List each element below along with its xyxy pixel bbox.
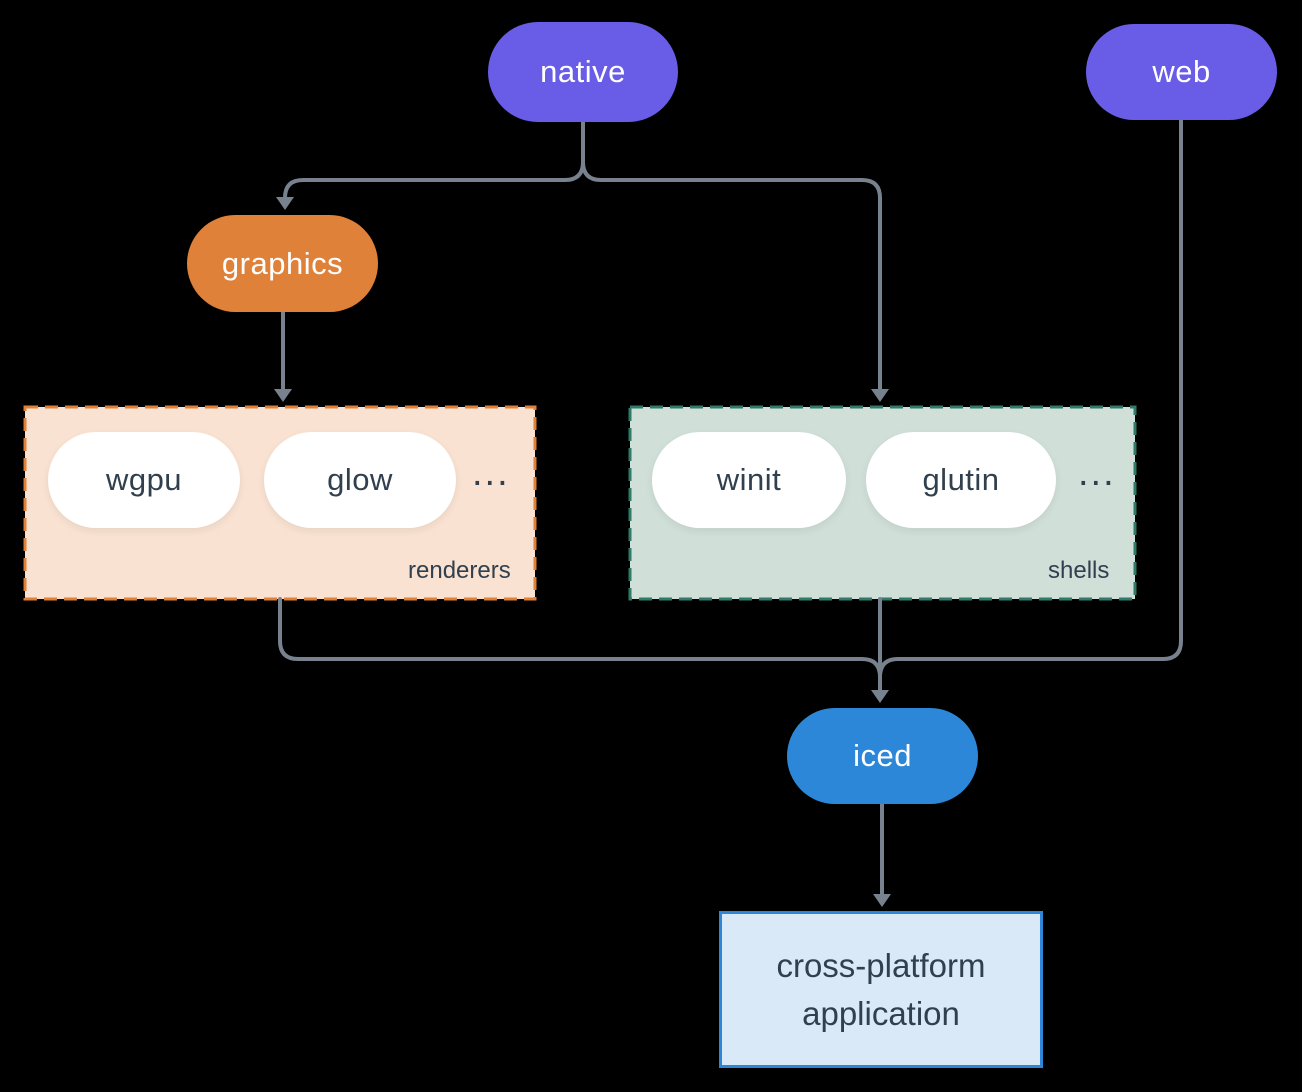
node-iced: iced — [787, 708, 978, 804]
node-glow: glow — [264, 432, 456, 528]
node-winit: winit — [652, 432, 846, 528]
node-wgpu-label: wgpu — [105, 462, 183, 497]
edge-native-to-shells — [581, 120, 882, 393]
node-wgpu: wgpu — [48, 432, 240, 528]
node-glutin: glutin — [866, 432, 1056, 528]
node-native-label: native — [540, 54, 626, 89]
shells-group-label: shells — [1048, 557, 1110, 584]
node-web-label: web — [1152, 54, 1211, 89]
node-winit-label: winit — [716, 462, 782, 497]
renderers-ellipsis: ... — [472, 452, 510, 494]
shells-ellipsis: ... — [1078, 452, 1116, 494]
edge-web-to-iced — [878, 118, 1183, 679]
node-glow-label: glow — [327, 462, 393, 497]
edge-native-to-graphics — [283, 120, 585, 201]
renderers-group-label: renderers — [408, 557, 511, 584]
node-cross-platform-application: cross-platform application — [719, 911, 1043, 1068]
node-cross-platform-application-label: cross-platform application — [776, 946, 986, 1032]
node-web: web — [1086, 24, 1277, 120]
node-glutin-label: glutin — [922, 462, 1000, 497]
edge-renderers-to-iced — [278, 597, 882, 679]
node-graphics: graphics — [187, 215, 378, 312]
node-native: native — [488, 22, 678, 122]
arrowhead-icon — [871, 690, 889, 703]
arrowhead-icon — [871, 389, 889, 402]
arrowhead-icon — [274, 389, 292, 402]
node-graphics-label: graphics — [221, 245, 344, 281]
arrowhead-icon — [873, 894, 891, 907]
node-iced-label: iced — [853, 738, 912, 773]
arrowhead-icon — [276, 197, 294, 210]
